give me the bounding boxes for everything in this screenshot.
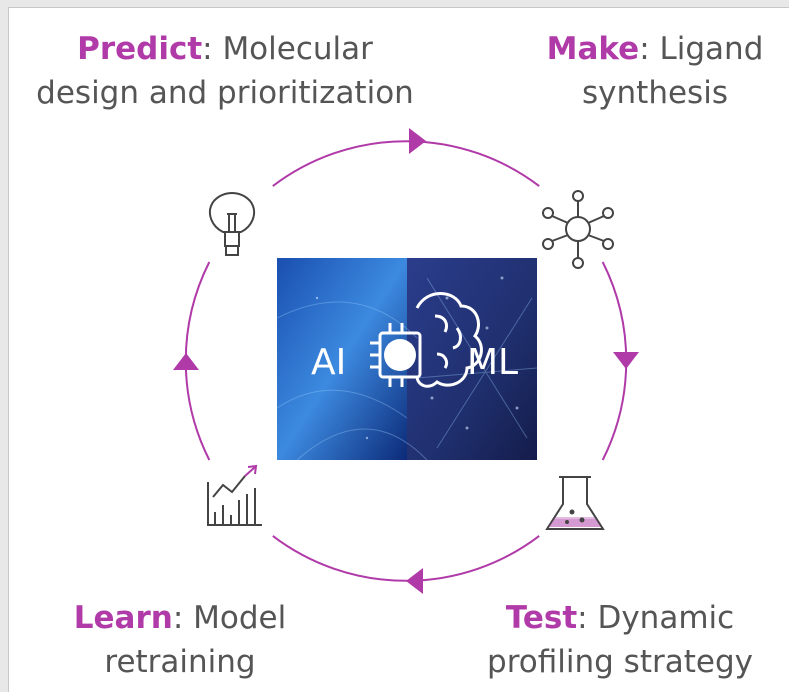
chip-core bbox=[384, 339, 416, 371]
learn-keyword: Learn bbox=[73, 600, 173, 636]
arrow-down-head bbox=[613, 352, 639, 369]
learn-stage-label: Learn: Model retraining bbox=[30, 596, 330, 684]
learn-description-line2: retraining bbox=[104, 644, 256, 680]
test-description-line2: profiling strategy bbox=[487, 644, 753, 680]
arc-test-to-learn bbox=[272, 535, 540, 582]
ai-ml-center-image: AI ML bbox=[277, 258, 537, 460]
predict-keyword: Predict bbox=[77, 31, 203, 67]
make-keyword: Make bbox=[546, 31, 640, 67]
test-keyword: Test bbox=[505, 600, 578, 636]
ai-text: AI bbox=[311, 342, 346, 383]
molecule-icon bbox=[542, 190, 614, 269]
arrow-right-head bbox=[409, 128, 426, 154]
growth-chart-icon bbox=[207, 464, 262, 526]
ml-text: ML bbox=[467, 342, 518, 383]
arc-predict-to-make bbox=[272, 140, 540, 187]
arrow-left-head bbox=[406, 568, 423, 594]
make-description-line2: synthesis bbox=[582, 75, 728, 111]
test-stage-label: Test: Dynamic profiling strategy bbox=[460, 596, 780, 684]
lightbulb-icon bbox=[208, 191, 256, 256]
predict-stage-label: Predict: Molecular design and prioritiza… bbox=[10, 27, 440, 115]
make-description-line1: : Ligand bbox=[639, 31, 764, 67]
test-description-line1: : Dynamic bbox=[577, 600, 735, 636]
predict-description-line2: design and prioritization bbox=[36, 75, 414, 111]
flask-icon bbox=[545, 476, 605, 530]
learn-description-line1: : Model bbox=[172, 600, 287, 636]
predict-description-line1: : Molecular bbox=[202, 31, 373, 67]
chip-brain-icon bbox=[370, 292, 483, 388]
make-stage-label: Make: Ligand synthesis bbox=[520, 27, 789, 115]
arrow-up-head bbox=[173, 353, 199, 370]
